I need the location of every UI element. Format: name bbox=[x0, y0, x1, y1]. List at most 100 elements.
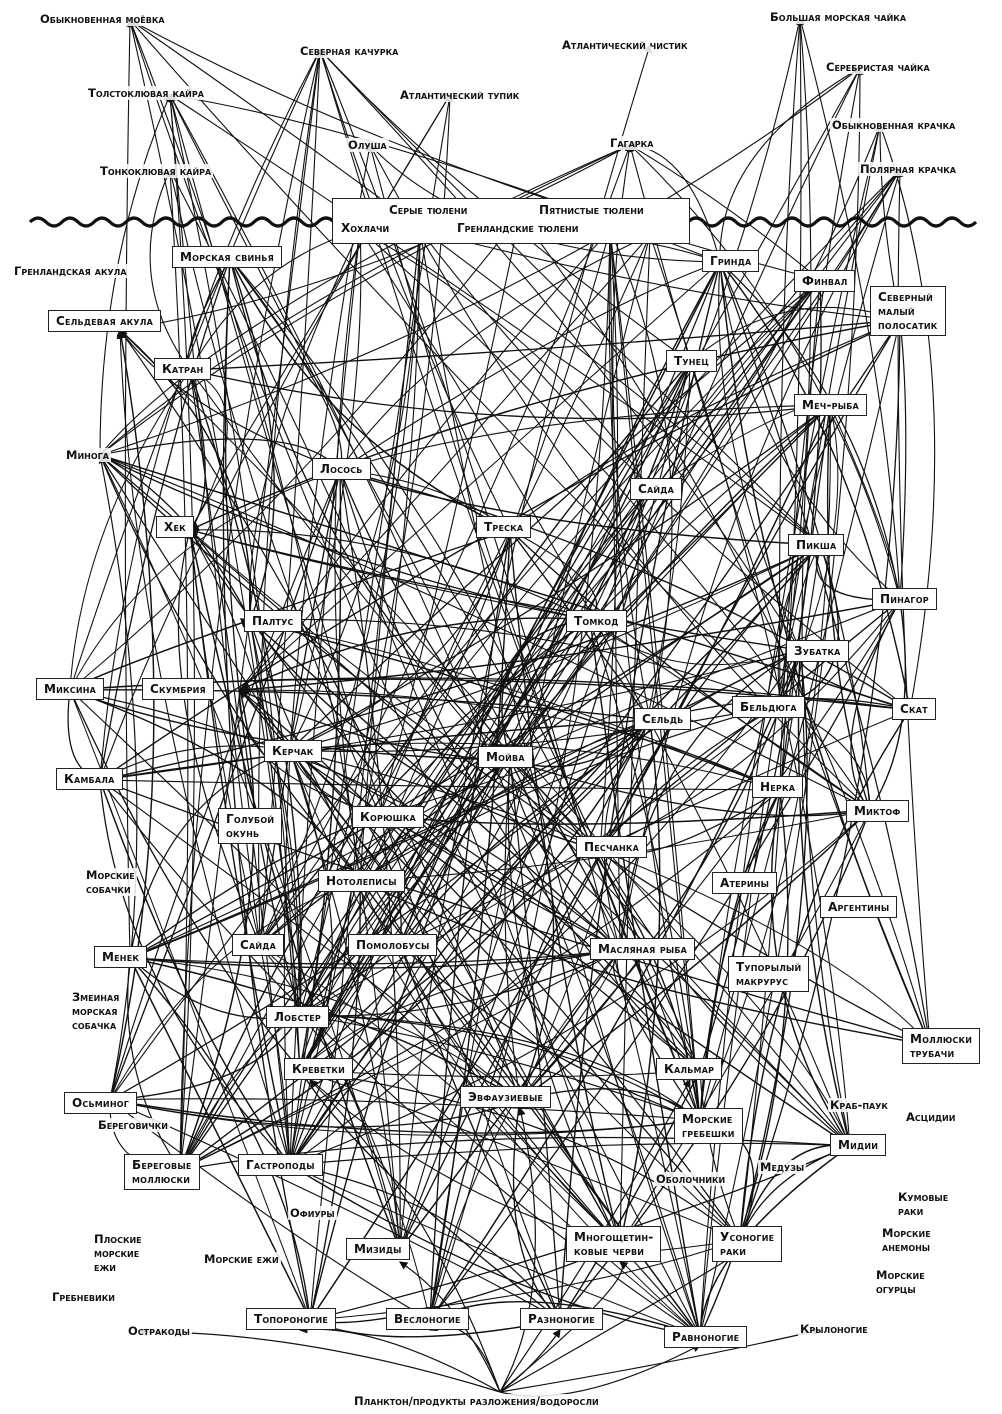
food-link-arrow bbox=[359, 879, 404, 1252]
food-link-arrow bbox=[779, 16, 812, 706]
food-link-arrow bbox=[69, 469, 341, 691]
food-link-arrow bbox=[288, 404, 831, 751]
food-link-arrow bbox=[499, 1329, 561, 1393]
node-lamprey: Минога bbox=[64, 448, 111, 462]
food-link-arrow bbox=[896, 318, 907, 601]
node-lanternfish: Миктоф bbox=[846, 800, 909, 822]
node-cusk: Менек bbox=[94, 946, 148, 968]
food-link-arrow bbox=[109, 468, 342, 1101]
food-link-arrow bbox=[309, 1079, 501, 1393]
node-spider-crab: Краб-паук bbox=[828, 1098, 890, 1112]
node-polychaetes: Многощетин- ковые черви bbox=[566, 1226, 662, 1262]
grey-seals-label: Серые тюлени bbox=[389, 203, 468, 217]
food-link-arrow bbox=[128, 18, 361, 881]
food-link-arrow bbox=[169, 94, 701, 1337]
food-link-arrow bbox=[429, 528, 515, 1321]
node-grenadier: Тупорылый макрурус bbox=[728, 956, 810, 992]
food-link-arrow bbox=[127, 957, 181, 1171]
food-link-arrow bbox=[129, 19, 821, 546]
food-link-arrow bbox=[259, 279, 821, 946]
food-link-arrow bbox=[99, 144, 631, 456]
food-link-arrow bbox=[398, 279, 821, 947]
food-link-arrow bbox=[616, 649, 801, 952]
bird-common-tern: Обыкновенная крачка bbox=[830, 118, 958, 132]
food-link-arrow bbox=[138, 1327, 501, 1393]
food-link-arrow bbox=[119, 329, 341, 471]
food-link-arrow bbox=[379, 213, 523, 816]
food-link-arrow bbox=[589, 619, 704, 1338]
food-link-arrow bbox=[719, 261, 933, 1047]
node-greenland-shark: Гренландская акула bbox=[12, 264, 129, 278]
node-smelt: Корюшка bbox=[352, 806, 424, 828]
food-link-arrow bbox=[283, 748, 294, 1166]
node-ostracods: Остракоды bbox=[126, 1324, 192, 1338]
food-link-arrow bbox=[619, 233, 654, 1246]
node-copepods: Веслоногие bbox=[386, 1308, 469, 1330]
food-link-arrow bbox=[96, 257, 231, 782]
food-link-arrow bbox=[699, 66, 864, 1337]
node-euphausiids: Эвфаузиевые bbox=[460, 1086, 552, 1108]
food-link-arrow bbox=[619, 169, 901, 951]
food-link-arrow bbox=[98, 778, 931, 1046]
food-link-arrow bbox=[179, 48, 323, 1171]
food-link-arrow bbox=[299, 1014, 701, 1121]
food-link-arrow bbox=[259, 228, 424, 946]
node-isopods-multi: Разноногие bbox=[520, 1308, 603, 1330]
food-link-arrow bbox=[589, 619, 871, 811]
node-sand-lance: Песчанка bbox=[576, 836, 648, 858]
node-plankton-detritus-algae: Планктон/продукты разложения/водоросли bbox=[352, 1394, 601, 1408]
harp-seals-label: Гренландские тюлени bbox=[457, 221, 579, 235]
food-link-arrow bbox=[99, 438, 341, 471]
food-link-arrow bbox=[256, 469, 341, 947]
food-link-arrow bbox=[129, 759, 511, 959]
node-haddock: Пикша bbox=[788, 534, 845, 556]
node-silversides: Атерины bbox=[712, 872, 778, 894]
node-octopus: Осьминог bbox=[64, 1092, 138, 1114]
food-link-arrow bbox=[179, 718, 651, 1171]
food-link-arrow bbox=[109, 1099, 702, 1134]
food-link-arrow bbox=[801, 278, 851, 1147]
node-ctenophores: Гребневики bbox=[50, 1290, 117, 1304]
node-argentine: Аргентины bbox=[820, 896, 898, 918]
node-lumpfish: Пинагор bbox=[872, 588, 937, 610]
food-link-arrow bbox=[186, 528, 291, 1166]
node-swordfish: Меч-рыба bbox=[794, 394, 867, 416]
food-link-arrow bbox=[499, 1251, 742, 1393]
food-link-arrow bbox=[286, 814, 381, 1167]
node-cumaceans: Кумовые раки bbox=[896, 1190, 951, 1218]
food-link-arrow bbox=[716, 260, 901, 601]
food-link-arrow bbox=[699, 168, 902, 1121]
food-link-arrow bbox=[509, 759, 564, 1322]
food-link-arrow bbox=[289, 1164, 701, 1337]
food-link-arrow bbox=[109, 169, 901, 1101]
node-whelk: Моллюски трубачи bbox=[902, 1028, 981, 1064]
node-brittle-stars: Офиуры bbox=[288, 1206, 337, 1220]
food-link-arrow bbox=[358, 704, 781, 881]
food-link-arrow bbox=[168, 93, 561, 1321]
food-link-arrow bbox=[239, 688, 621, 1246]
node-porbeagle: Сельдевая акула bbox=[48, 310, 161, 332]
food-link-arrow bbox=[298, 949, 621, 1020]
node-pollock: Сайда bbox=[232, 934, 285, 956]
food-link-arrow bbox=[299, 1014, 702, 1121]
food-link-arrow bbox=[189, 529, 591, 621]
food-link-arrow bbox=[128, 949, 621, 969]
food-link-arrow bbox=[358, 809, 871, 884]
food-link-arrow bbox=[239, 261, 721, 691]
food-link-arrow bbox=[299, 1069, 562, 1321]
food-link-arrow bbox=[259, 143, 632, 946]
seals-box: Серые тюлени Пятнистые тюлени Хохлачи Гр… bbox=[332, 198, 690, 244]
food-link-arrow bbox=[299, 261, 721, 1072]
food-link-arrow bbox=[606, 228, 701, 1121]
node-shore-molluscs: Береговые моллюски bbox=[124, 1154, 200, 1190]
food-link-arrow bbox=[824, 403, 871, 811]
food-link-arrow bbox=[697, 319, 901, 1122]
food-link-arrow bbox=[379, 814, 852, 1147]
node-sea-cucumbers: Морские огурцы bbox=[874, 1268, 927, 1296]
node-jellyfish: Медузы bbox=[758, 1160, 807, 1174]
bird-arctic-tern: Полярная крачка bbox=[858, 162, 958, 176]
food-link-arrow bbox=[288, 809, 871, 1167]
food-link-arrow bbox=[609, 228, 673, 721]
food-link-arrow bbox=[779, 66, 863, 791]
